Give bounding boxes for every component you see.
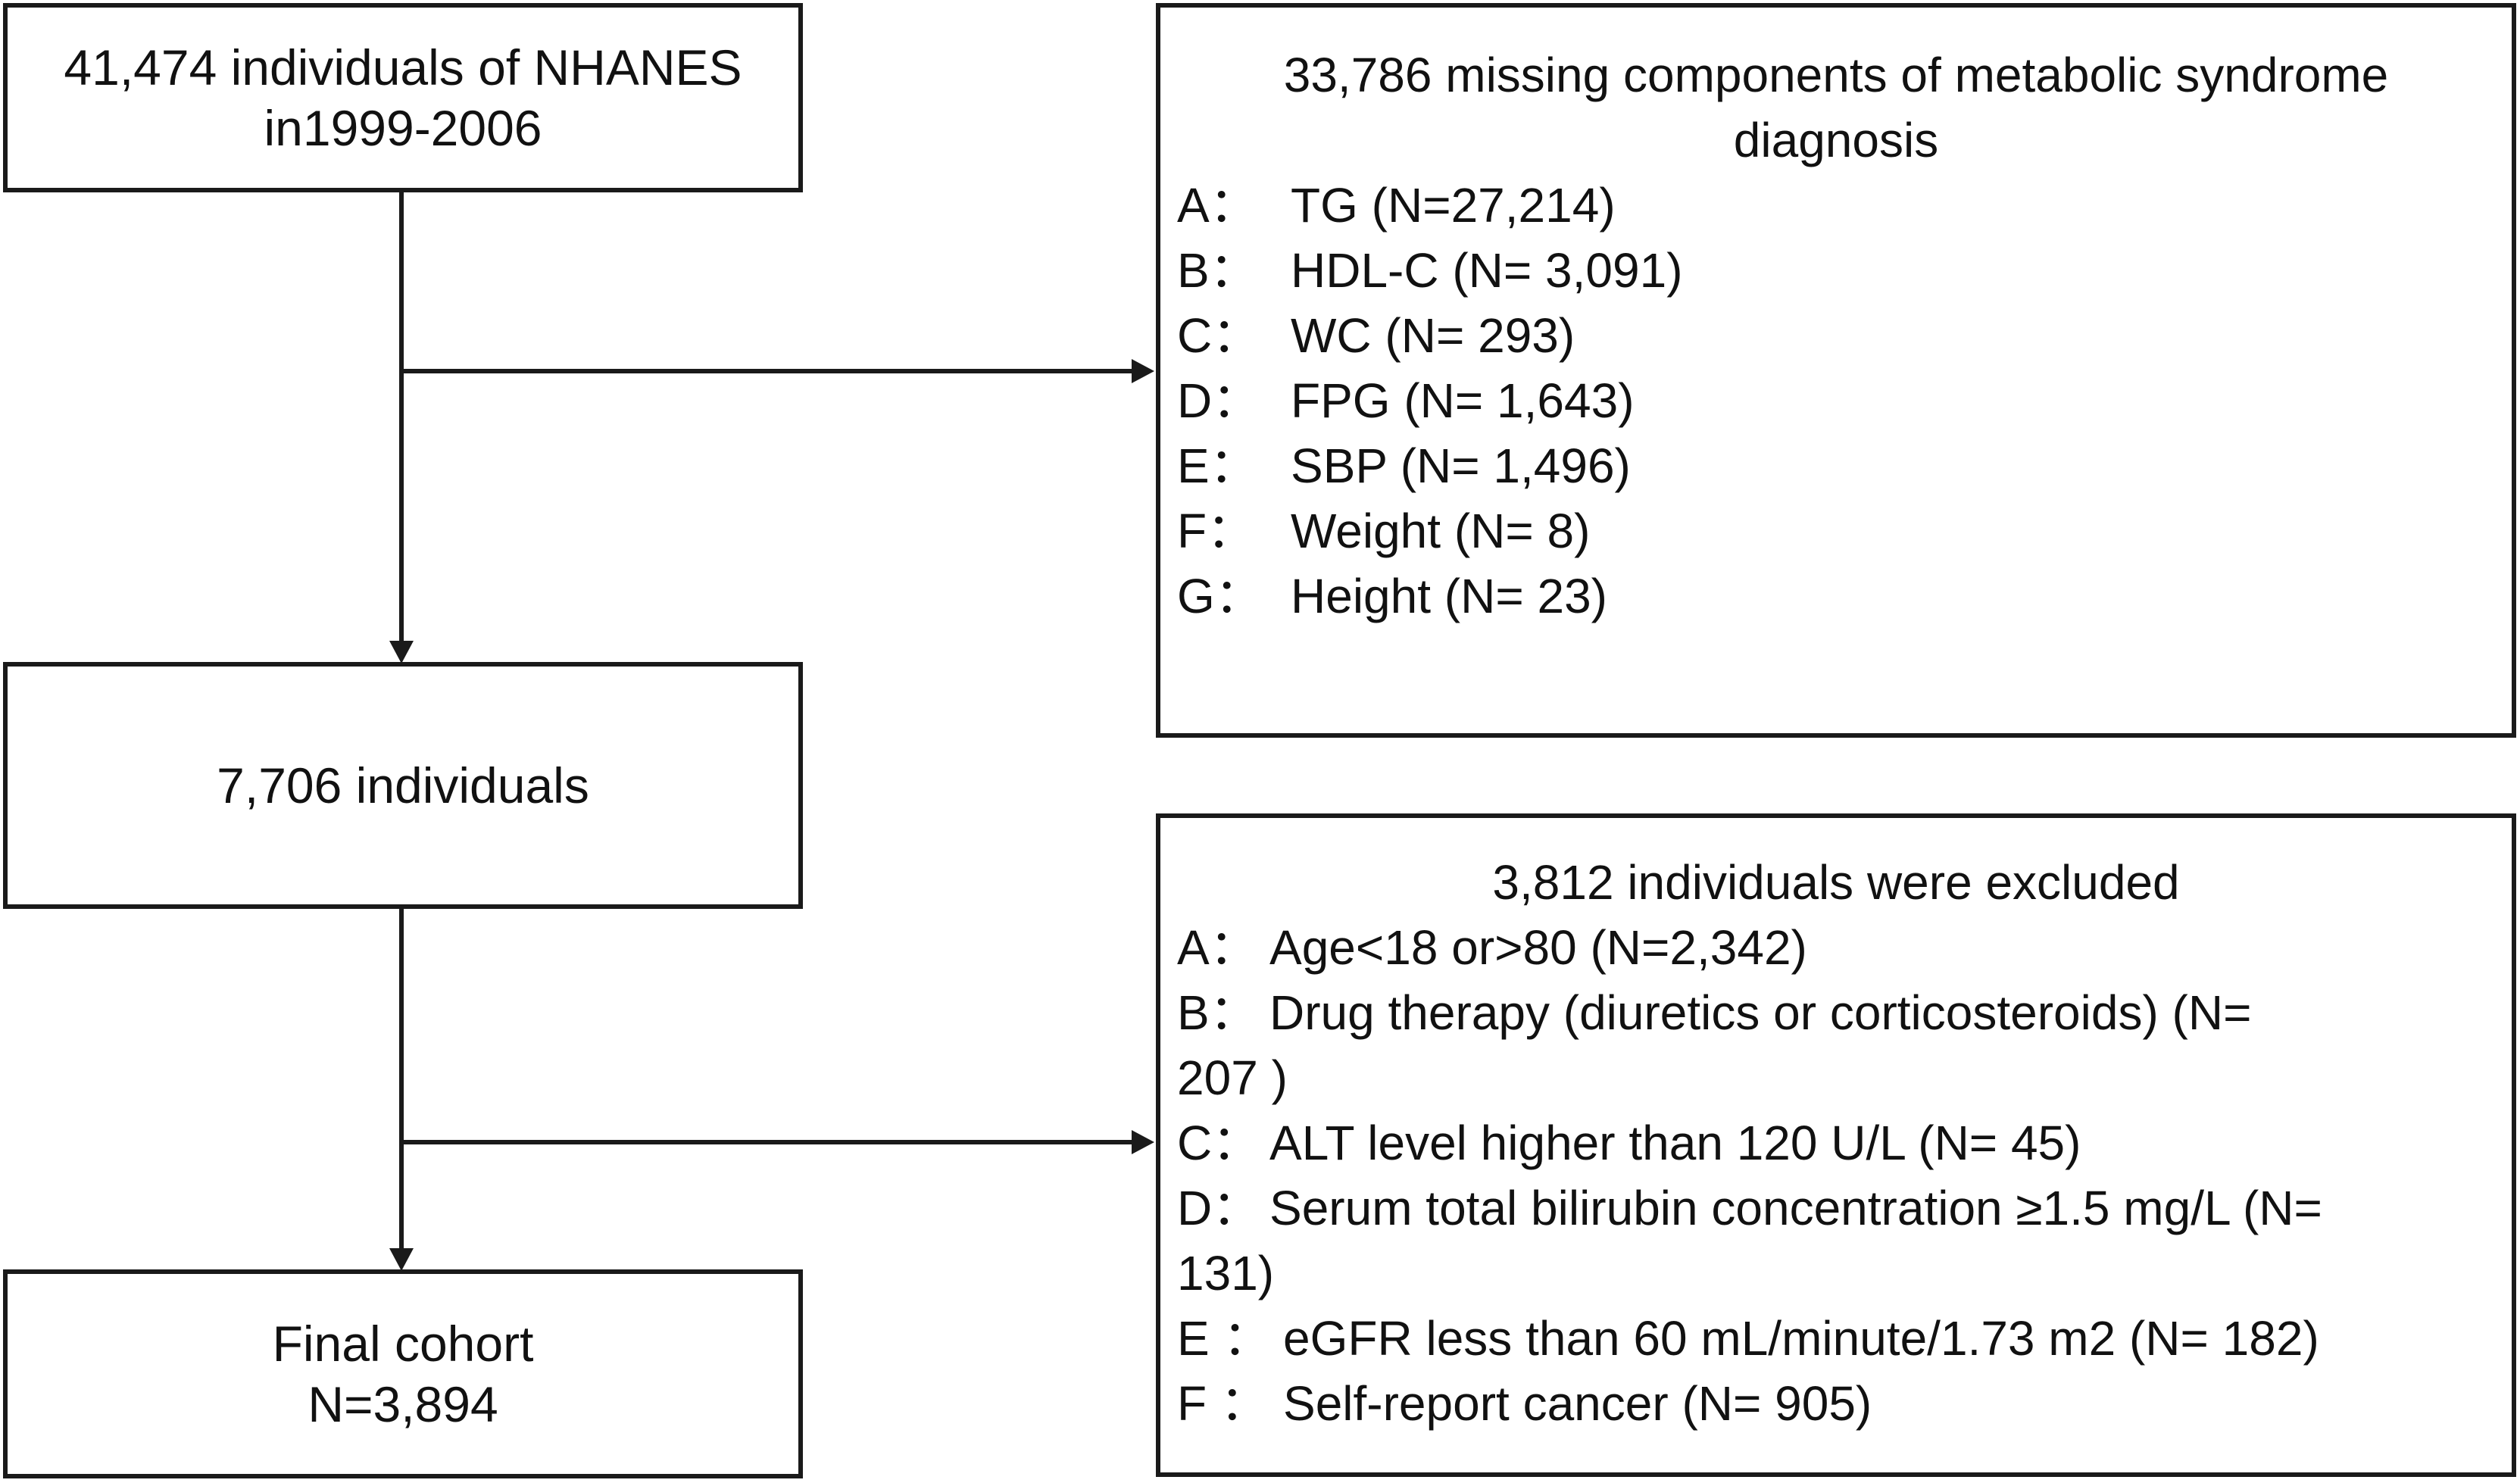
excluded-item: D：Serum total bilirubin concentration ≥1… [1177,1181,2322,1235]
missing-components-box: 33,786 missing components of metabolic s… [1156,3,2516,738]
excluded-item: E ：eGFR less than 60 mL/minute/1.73 m2 (… [1177,1311,2319,1366]
excluded-item: B：Drug therapy (diuretics or corticoster… [1177,985,2252,1040]
missing-item: B：HDL-C (N= 3,091) [1177,243,1683,298]
arrow-start-to-middle [389,191,414,663]
missing-item: D：FPG (N= 1,643) [1177,373,1635,428]
final-line-2: N=3,894 [308,1376,498,1432]
start-line-1: 41,474 individuals of NHANES [64,39,742,95]
middle-line-1: 7,706 individuals [217,757,589,813]
arrow-to-missing-box [401,359,1154,383]
missing-item: F：Weight (N= 8) [1177,504,1591,558]
missing-item: G：Height (N= 23) [1177,569,1607,623]
start-population-box: 41,474 individuals of NHANES in1999-2006 [3,3,803,192]
excluded-item-continuation: 207 ) [1177,1051,1288,1105]
excluded-title: 3,812 individuals were excluded [1492,855,2180,910]
excluded-box: 3,812 individuals were excluded A：Age<18… [1156,813,2516,1477]
arrow-middle-to-final [389,907,414,1271]
missing-item: C：WC (N= 293) [1177,308,1575,363]
final-cohort-box: Final cohort N=3,894 [3,1269,803,1478]
excluded-item-continuation: 131) [1177,1246,1275,1300]
start-line-2: in1999-2006 [264,100,542,156]
eligible-population-box: 7,706 individuals [3,662,803,909]
missing-title-line-1: 33,786 missing components of metabolic s… [1283,48,2389,102]
excluded-item: A：Age<18 or>80 (N=2,342) [1177,920,1807,975]
final-line-1: Final cohort [272,1316,534,1372]
excluded-item: F ：Self-report cancer (N= 905) [1177,1376,1872,1431]
missing-title-line-2: diagnosis [1733,113,1939,167]
arrow-to-excluded-box [401,1130,1154,1154]
missing-item: E：SBP (N= 1,496) [1177,439,1631,493]
excluded-item: C：ALT level higher than 120 U/L (N= 45) [1177,1116,2081,1170]
missing-item: A：TG (N=27,214) [1177,178,1616,233]
